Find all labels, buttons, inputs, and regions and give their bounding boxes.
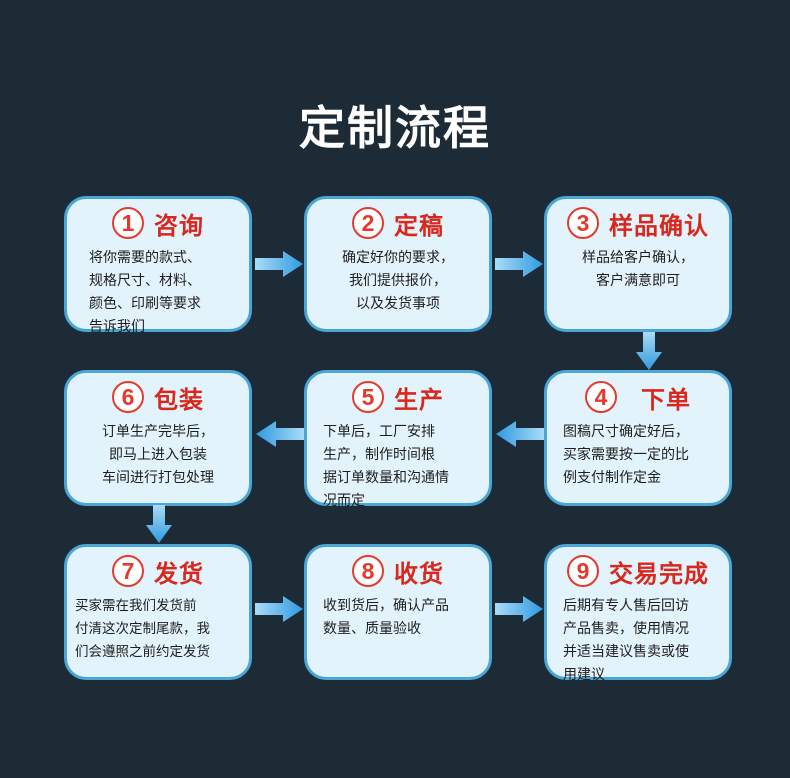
step-number-4: 4 bbox=[585, 381, 617, 413]
step-desc-9: 后期有专人售后回访产品售卖，使用情况并适当建议售卖或使用建议 bbox=[563, 598, 689, 683]
page-title: 定制流程 bbox=[299, 101, 491, 155]
step-number-8: 8 bbox=[352, 555, 384, 587]
step-number-5: 5 bbox=[352, 381, 384, 413]
step-desc-7: 买家需在我们发货前付清这次定制尾款，我们会遵照之前约定发货 bbox=[75, 598, 210, 660]
step-number-1: 1 bbox=[112, 207, 144, 239]
step-card-3: 3 样品确认 样品给客户确认，客户满意即可 bbox=[544, 196, 732, 332]
step-name-1: 咨询 bbox=[154, 211, 204, 240]
arrow-right-icon bbox=[255, 596, 303, 622]
step-desc-8: 收到货后，确认产品数量、质量验收 bbox=[323, 598, 449, 637]
step-desc-4: 图稿尺寸确定好后，买家需要按一定的比例支付制作定金 bbox=[563, 424, 689, 486]
step-card-5: 5 生产 下单后，工厂安排生产，制作时间根据订单数量和沟通情况而定 bbox=[304, 370, 492, 509]
step-number-7: 7 bbox=[112, 555, 144, 587]
step-name-7: 发货 bbox=[154, 559, 204, 588]
step-desc-6: 订单生产完毕后，即马上进入包装车间进行打包处理 bbox=[102, 424, 214, 486]
step-card-9: 9 交易完成 后期有专人售后回访产品售卖，使用情况并适当建议售卖或使用建议 bbox=[544, 544, 732, 683]
step-card-1: 1 咨询 将你需要的款式、规格尺寸、材料、颜色、印刷等要求告诉我们 bbox=[64, 196, 252, 335]
arrow-down-icon bbox=[636, 332, 662, 370]
step-number-9: 9 bbox=[567, 555, 599, 587]
step-desc-1: 将你需要的款式、规格尺寸、材料、颜色、印刷等要求告诉我们 bbox=[89, 250, 201, 335]
arrow-right-icon bbox=[255, 251, 303, 277]
arrow-right-icon bbox=[495, 596, 543, 622]
step-card-6: 6 包装 订单生产完毕后，即马上进入包装车间进行打包处理 bbox=[64, 370, 252, 506]
step-name-4: 下单 bbox=[641, 385, 691, 414]
step-name-2: 定稿 bbox=[394, 211, 444, 240]
step-desc-5: 下单后，工厂安排生产，制作时间根据订单数量和沟通情况而定 bbox=[323, 424, 449, 509]
arrow-left-icon bbox=[256, 421, 304, 447]
step-card-2: 2 定稿 确定好你的要求，我们提供报价，以及发货事项 bbox=[304, 196, 492, 332]
step-number-2: 2 bbox=[352, 207, 384, 239]
step-name-6: 包装 bbox=[154, 385, 204, 414]
arrow-right-icon bbox=[495, 251, 543, 277]
step-card-7: 7 发货 买家需在我们发货前付清这次定制尾款，我们会遵照之前约定发货 bbox=[64, 544, 252, 680]
step-name-8: 收货 bbox=[394, 559, 444, 588]
step-number-3: 3 bbox=[567, 207, 599, 239]
step-card-4: 4 下单 图稿尺寸确定好后，买家需要按一定的比例支付制作定金 bbox=[544, 370, 732, 506]
step-name-9: 交易完成 bbox=[609, 559, 709, 588]
step-desc-3: 样品给客户确认，客户满意即可 bbox=[582, 250, 694, 289]
arrow-left-icon bbox=[496, 421, 544, 447]
step-name-3: 样品确认 bbox=[609, 211, 709, 240]
arrow-down-icon bbox=[146, 505, 172, 543]
step-name-5: 生产 bbox=[394, 385, 444, 414]
step-desc-2: 确定好你的要求，我们提供报价，以及发货事项 bbox=[342, 250, 454, 312]
step-card-8: 8 收货 收到货后，确认产品数量、质量验收 bbox=[304, 544, 492, 680]
step-number-6: 6 bbox=[112, 381, 144, 413]
